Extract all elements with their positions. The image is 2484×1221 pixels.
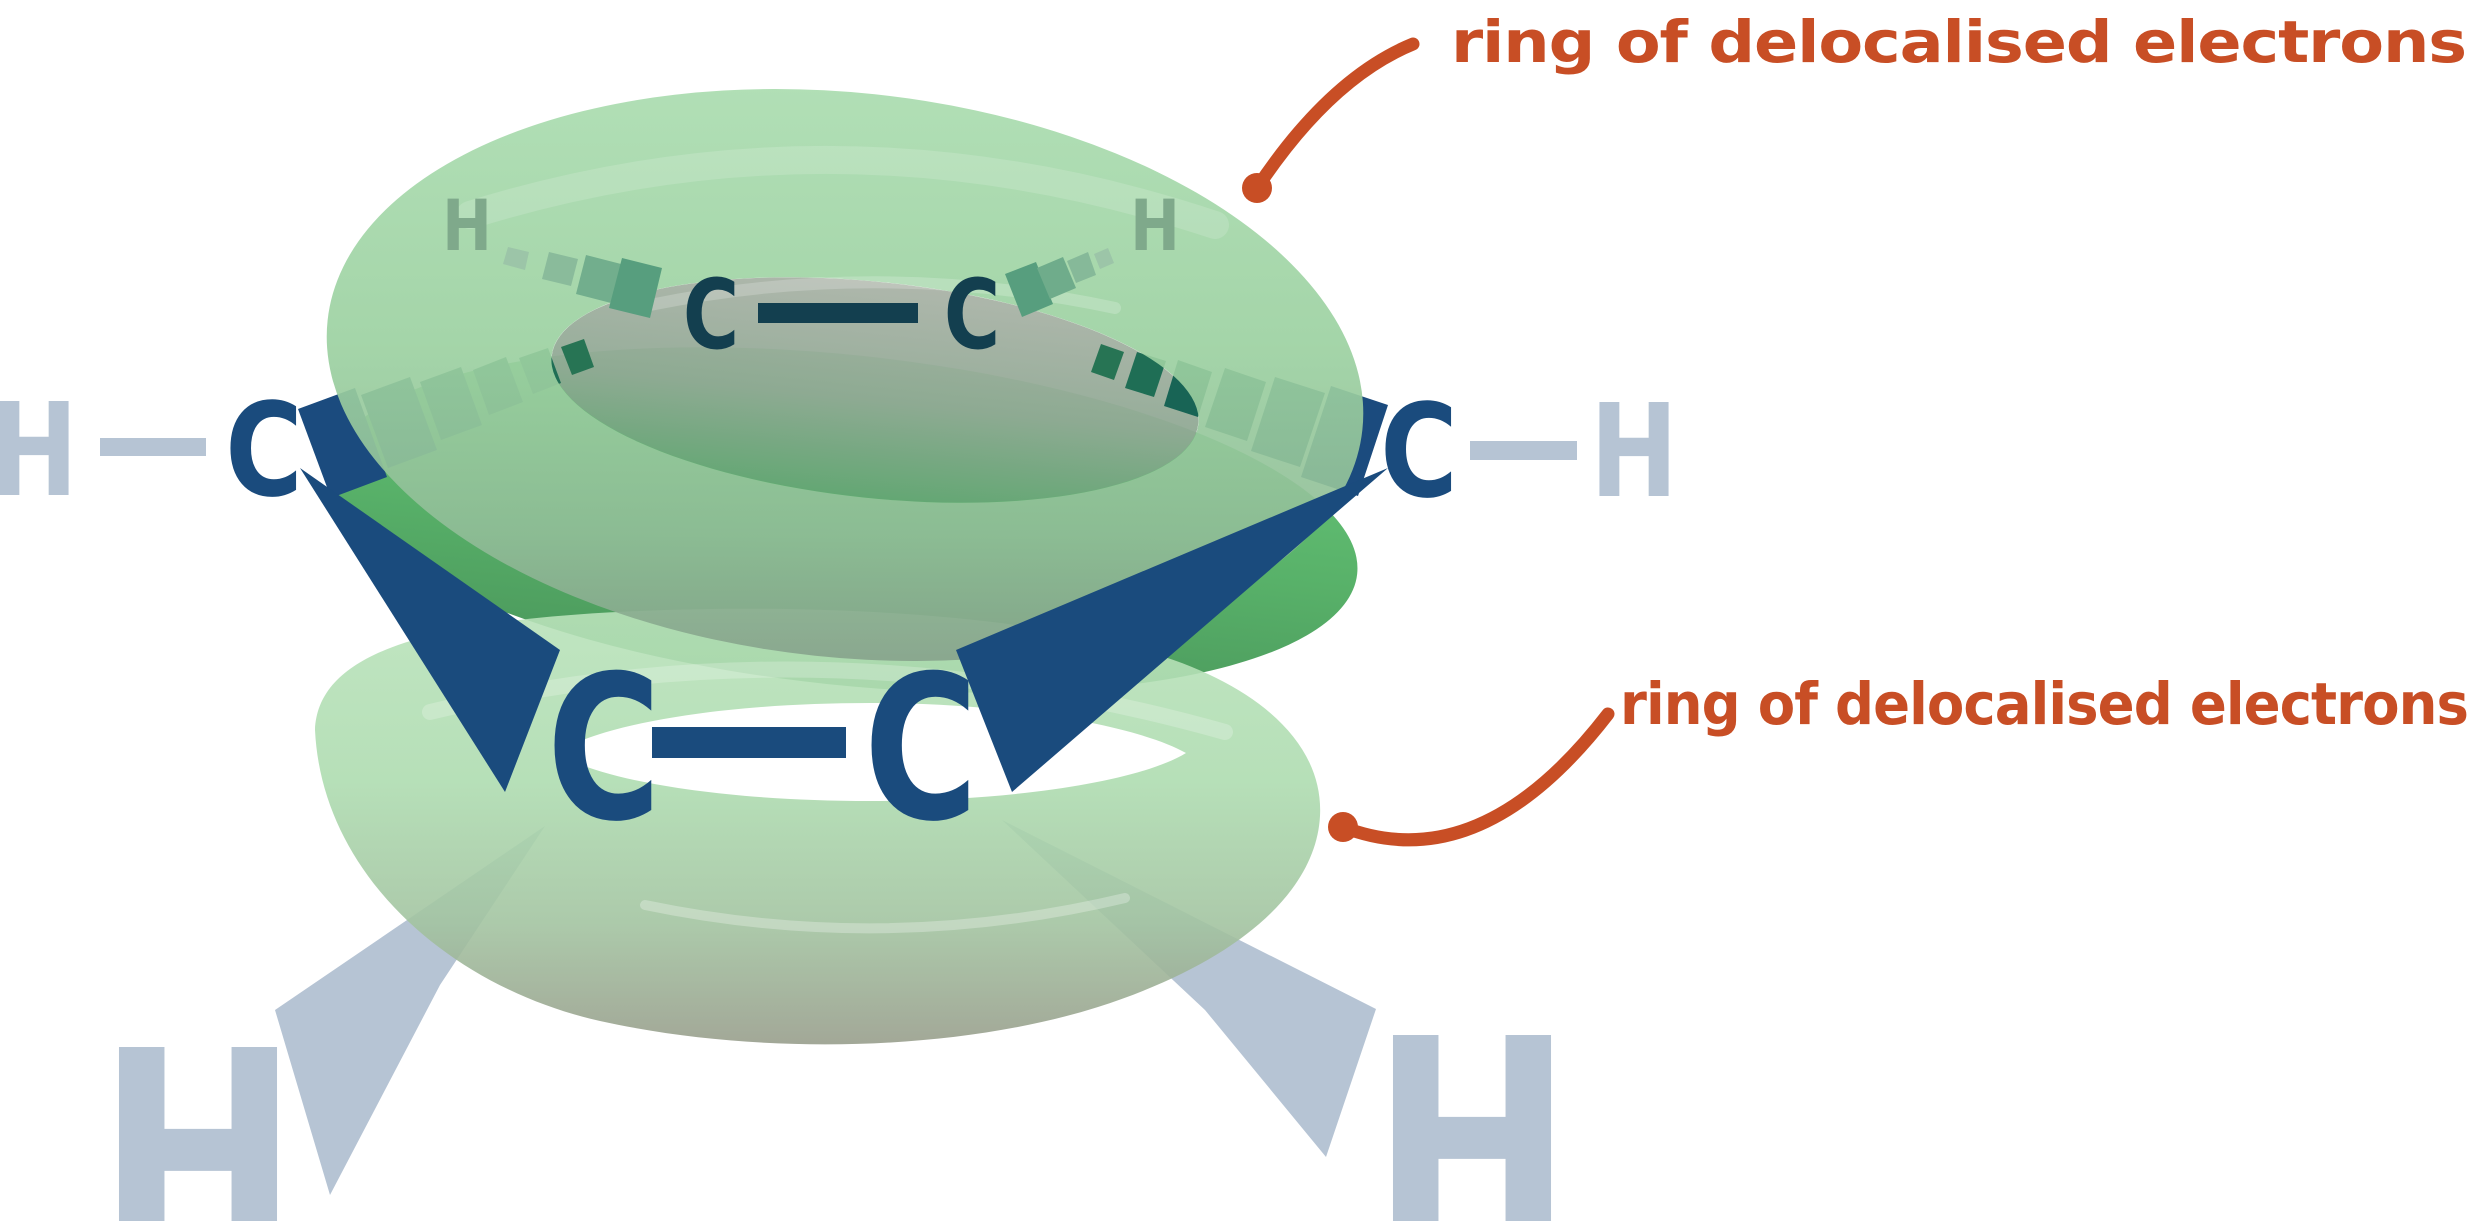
wedge-left-c-to-front-left-c [300,468,560,792]
hash-dash [1094,248,1114,269]
hash-dash [1125,352,1166,397]
hash-dash [542,252,578,286]
bottom-torus-inner-highlight [640,893,1130,934]
hash-dash [1037,257,1076,299]
hash-dash [561,339,594,375]
hash-dash [1091,344,1124,380]
bond-left-h-c [100,438,206,456]
bottom-ring-annotation: ring of delocalised electrons [1328,670,2469,847]
top-ring-label: ring of delocalised electrons [1451,8,2466,76]
atom-back-left-c: C [683,259,739,372]
atom-front-left-c: C [547,634,661,866]
atom-bottom-right-h: H [1371,977,1573,1221]
atom-right-c: C [1380,377,1458,527]
bond-back-c-c [758,303,918,323]
atom-bottom-left-h: H [97,989,299,1221]
atom-left-c: C [225,376,303,526]
bond-front-c-c [652,727,846,758]
atom-back-right-c: C [944,259,1000,372]
top-electron-ring-torus [326,89,1364,661]
hashed-wedge-back-right-c-to-back-right-h [1005,248,1114,317]
hash-dash [609,258,662,318]
hashed-wedge-back-left-c-to-back-left-h [503,247,662,318]
top-torus-hole-interior [551,277,1199,503]
top-ring-annotation: ring of delocalised electrons [1242,8,2467,203]
atom-left-h: H [0,376,78,526]
atom-back-left-h: H [442,186,492,267]
bottom-ring-label: ring of delocalised electrons [1620,670,2468,738]
hash-dash [1067,252,1096,283]
atom-right-h: H [1590,377,1679,527]
wedge-right-c-to-front-right-c [956,468,1388,792]
bottom-annotation-arrow [1336,707,1615,847]
top-annotation-arrow [1250,37,1420,195]
hash-dash [576,255,621,303]
atom-back-right-h: H [1130,186,1180,267]
bond-right-c-h [1470,441,1577,460]
top-torus-highlight [456,145,1229,239]
atom-front-right-c: C [864,634,978,866]
top-annotation-arrow-dot [1242,173,1272,203]
bottom-annotation-arrow-dot [1328,812,1358,842]
hash-dash [503,247,529,270]
